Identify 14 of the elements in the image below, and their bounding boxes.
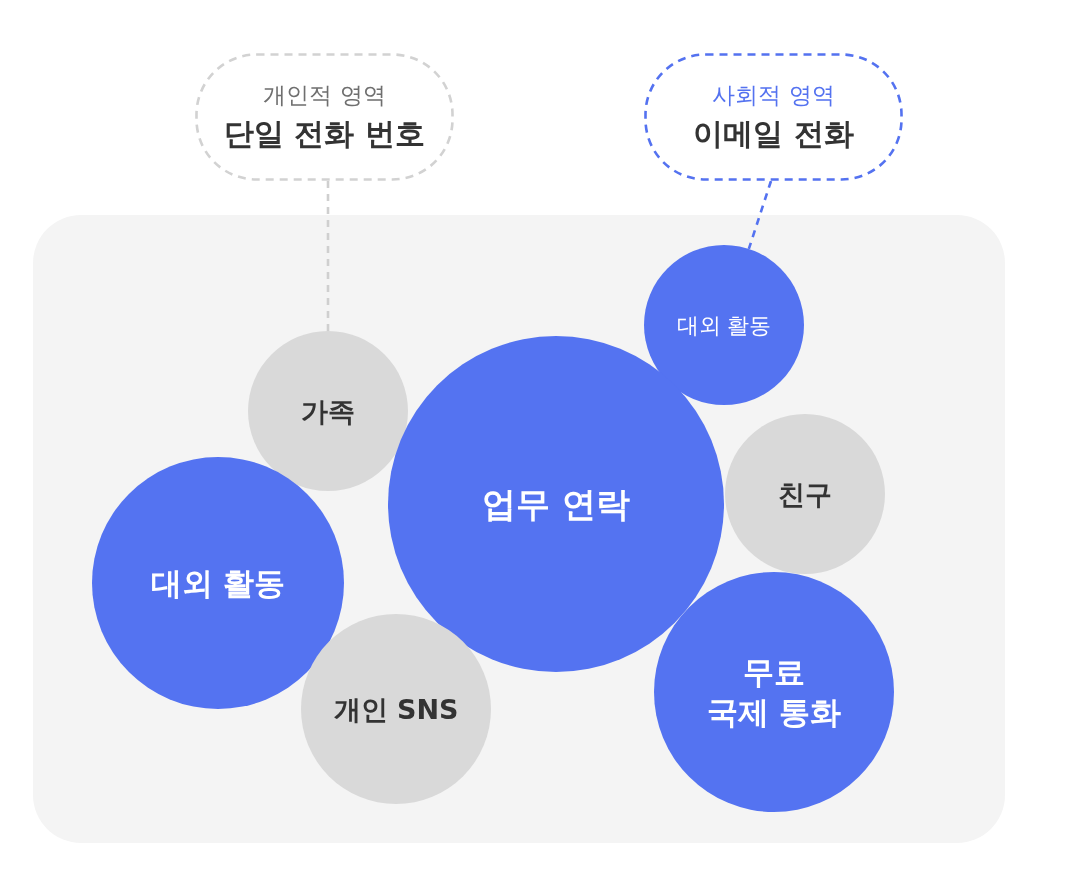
bubble-label: 개인 SNS [333, 692, 459, 727]
callout-title: 이메일 전화 [693, 115, 854, 153]
bubble-label: 대외 활동 [676, 311, 772, 340]
bubble-label: 대외 활동 [150, 564, 286, 603]
leader-line [747, 180, 773, 250]
callout-title: 단일 전화 번호 [224, 115, 425, 153]
background-panel [33, 215, 1005, 843]
bubble-label: 친구 [778, 477, 832, 512]
bubble-label: 업무 연락 [482, 483, 630, 526]
region-label: 개인적 영역 [263, 81, 386, 110]
bubble-label: 가족 [301, 394, 355, 429]
region-label: 사회적 영역 [712, 81, 835, 110]
bubble-label: 무료 국제 통화 [706, 653, 842, 732]
leader-line [326, 181, 330, 331]
